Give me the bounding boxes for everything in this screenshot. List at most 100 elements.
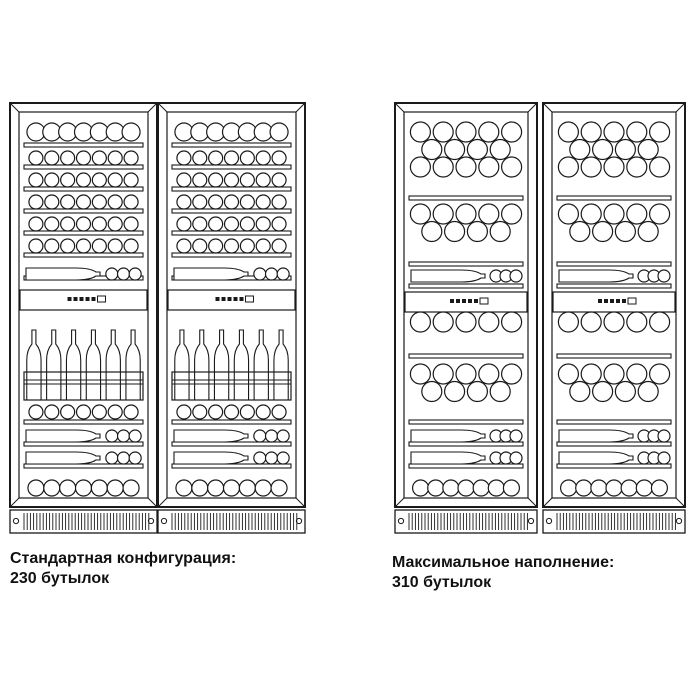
bottle-side-view xyxy=(25,267,101,281)
bottle-end xyxy=(91,172,107,188)
bottle-end xyxy=(509,269,523,283)
lying-bottle xyxy=(25,267,142,281)
bottle-end xyxy=(270,479,288,497)
upright-bottle xyxy=(253,329,269,401)
grille-frame xyxy=(9,509,158,534)
upright-bottle xyxy=(125,329,141,401)
lying-bottle xyxy=(25,451,142,465)
line xyxy=(542,497,553,508)
bottle-row xyxy=(489,429,523,443)
glass-panel xyxy=(551,111,677,499)
bottle-end xyxy=(105,451,119,465)
bottle-end xyxy=(271,404,287,420)
line xyxy=(394,497,405,508)
line xyxy=(527,497,538,508)
bottle-end xyxy=(192,404,208,420)
shelf xyxy=(171,142,292,148)
standard-configuration-group xyxy=(9,102,306,534)
bottle-end xyxy=(620,479,638,497)
bottle-end xyxy=(569,138,591,161)
bottle-end xyxy=(192,150,208,166)
shelf-rail xyxy=(556,419,672,425)
button-icon xyxy=(468,299,472,303)
bottle-end xyxy=(105,267,119,281)
bottle-end xyxy=(432,311,454,333)
button-icon xyxy=(462,299,466,303)
bottle-end xyxy=(657,429,671,443)
bottle-end xyxy=(122,479,140,497)
bottle-side-view xyxy=(173,451,249,465)
bottle-end xyxy=(605,479,623,497)
shelf-rail xyxy=(408,441,524,447)
shelf xyxy=(556,419,672,425)
bottle-end xyxy=(501,363,523,385)
upright-bottle xyxy=(194,329,210,401)
bottle-end xyxy=(444,138,466,161)
bottle-end xyxy=(264,429,279,443)
bottle-side-view xyxy=(558,429,634,443)
bottle-end xyxy=(603,203,625,225)
bottle-end xyxy=(580,203,602,225)
bottle-end xyxy=(116,429,131,443)
bottle-end xyxy=(614,220,637,243)
bottle-row xyxy=(28,150,139,166)
screw-icon xyxy=(147,517,155,525)
line xyxy=(157,497,168,508)
bottle-end xyxy=(421,138,443,161)
ventilation-grille xyxy=(394,509,538,534)
bottle-end xyxy=(509,429,523,443)
lying-bottle xyxy=(410,451,523,465)
bottle-row xyxy=(28,238,139,254)
bottle-end xyxy=(44,216,60,232)
bottle-end xyxy=(176,194,192,210)
screw-icon xyxy=(397,517,405,525)
lying-bottle xyxy=(558,451,671,465)
bottle-end xyxy=(107,150,123,166)
bottle-row xyxy=(176,150,287,166)
button-icon xyxy=(622,299,626,303)
basket-rail-inner xyxy=(171,379,292,385)
button-icon xyxy=(215,297,220,301)
bottle-end xyxy=(591,220,614,243)
bottle-end xyxy=(91,216,107,232)
bottle-end xyxy=(603,156,625,178)
lying-bottle xyxy=(558,429,671,443)
button-icon xyxy=(233,297,238,301)
lying-bottle xyxy=(410,429,523,443)
bottle-end xyxy=(123,404,139,420)
bottle-end xyxy=(657,269,671,283)
shelf xyxy=(23,208,144,214)
bottle-end xyxy=(123,194,139,210)
grille-frame xyxy=(157,509,306,534)
shelf xyxy=(23,142,144,148)
button-icon xyxy=(73,297,78,301)
ventilation-grille xyxy=(542,509,686,534)
shelf xyxy=(408,283,524,289)
bottle-end xyxy=(107,404,123,420)
shelf-rail xyxy=(171,186,292,192)
button-icon xyxy=(610,299,614,303)
bottle-end xyxy=(271,150,287,166)
bottle-end xyxy=(569,220,591,243)
bottle-end xyxy=(409,363,431,385)
bottle-end xyxy=(116,451,131,465)
shelf xyxy=(23,441,144,447)
display-strip xyxy=(19,289,148,311)
lying-bottle xyxy=(173,451,290,465)
screw-icon xyxy=(675,517,683,525)
upright-bottle-basket xyxy=(171,329,292,401)
bottle-end xyxy=(264,267,279,281)
ventilation-grille xyxy=(9,509,158,534)
upright-bottle xyxy=(273,329,289,401)
shelf-rail xyxy=(171,463,292,469)
screw-icon xyxy=(527,517,535,525)
bottle-end xyxy=(421,380,443,403)
bottle-end xyxy=(657,451,671,465)
shelf-rail xyxy=(23,463,144,469)
shelf-rail xyxy=(23,441,144,447)
line xyxy=(9,497,20,508)
bottle-end xyxy=(28,238,44,254)
bottle-row xyxy=(253,451,290,465)
button-icon xyxy=(85,297,90,301)
bottle-end xyxy=(123,150,139,166)
